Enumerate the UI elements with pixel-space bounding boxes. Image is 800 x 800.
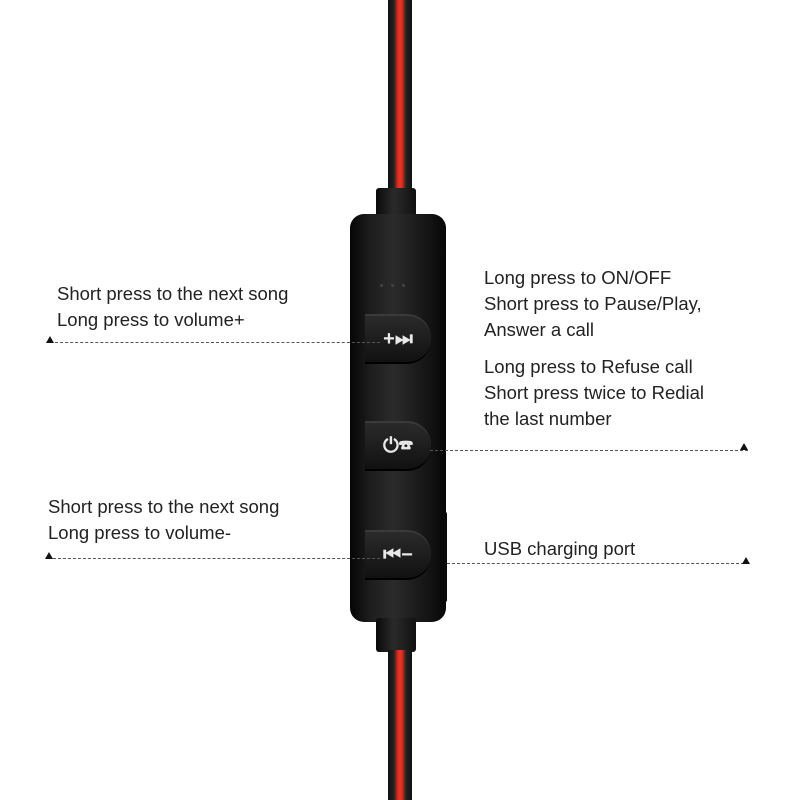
pointer-triangle-icon [742,557,750,564]
label-line: Answer a call [484,319,595,340]
usb-charging-port [442,512,447,602]
label-line: Long press to volume- [48,522,232,543]
label-line: Long press to ON/OFF [484,267,672,288]
microphone-holes [380,284,405,287]
label-power: Long press to ON/OFF Short press to Paus… [484,265,704,432]
label-line: Short press to the next song [57,283,289,304]
plus-next-icon: +⏭ [383,327,413,350]
label-line: the last number [484,408,612,429]
label-line: Short press to the next song [48,496,280,517]
cable-connector-top [376,188,416,218]
leader-line-usb [447,563,749,564]
cable-top [388,0,412,195]
leader-line-prev [48,558,380,559]
power-call-button[interactable]: ⏻☎ [365,421,431,471]
label-line: Long press to Refuse call [484,356,693,377]
power-phone-icon: ⏻☎ [382,434,414,457]
cable-connector-bottom [376,618,416,652]
volume-down-prev-button[interactable]: ⏮− [365,530,431,580]
label-line: Short press to Pause/Play, [484,293,702,314]
pointer-triangle-icon [46,336,54,343]
cable-bottom [388,650,412,800]
prev-minus-icon: ⏮− [383,543,413,566]
label-line: Long press to volume+ [57,309,245,330]
pointer-triangle-icon [740,443,748,450]
label-line: USB charging port [484,538,636,559]
label-next-song: Short press to the next song Long press … [57,281,288,333]
pointer-triangle-icon [45,552,53,559]
leader-line-power [430,450,748,451]
label-usb: USB charging port [484,536,635,562]
label-line: Short press twice to Redial [484,382,705,403]
leader-line-next [50,342,380,343]
volume-up-next-button[interactable]: +⏭ [365,314,431,364]
label-prev-song: Short press to the next song Long press … [48,494,279,546]
